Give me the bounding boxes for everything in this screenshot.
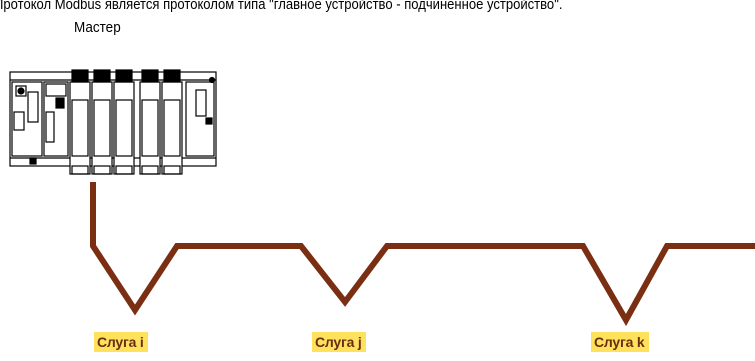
master-label: Мастер <box>74 19 121 36</box>
plc-rack-image <box>9 69 217 175</box>
slave-label-k: Слуга k <box>591 332 649 352</box>
bus-cable <box>90 182 755 327</box>
page-header-text: Протокол Modbus является протоколом типа… <box>0 0 563 13</box>
slave-label-i: Слуга i <box>94 332 148 352</box>
slave-label-j: Слуга j <box>312 332 366 352</box>
